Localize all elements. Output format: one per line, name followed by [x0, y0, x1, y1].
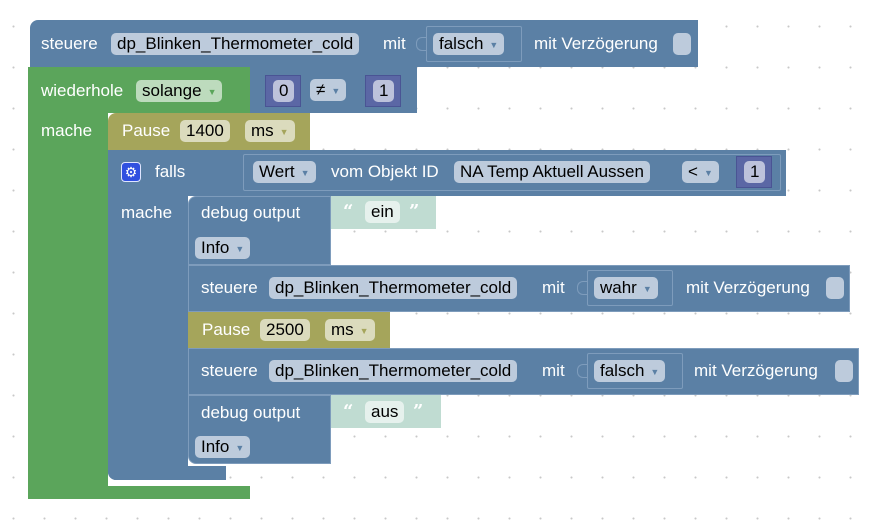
value-type-dropdown[interactable]: Wert ▼	[253, 161, 316, 183]
number-field[interactable]: 0	[273, 80, 295, 102]
dropdown-arrow-icon: ▼	[642, 284, 652, 294]
pause-block-1[interactable]: Pause 1400 ms ▼	[108, 113, 310, 150]
value-dropdown[interactable]: falsch ▼	[433, 33, 505, 55]
value-socket	[587, 353, 683, 389]
dropdown-arrow-icon: ▼	[279, 127, 289, 137]
object-name-field[interactable]: NA Temp Aktuell Aussen	[454, 161, 650, 183]
text-block-ein[interactable]: “ ein ”	[331, 196, 436, 229]
pause-keyword: Pause	[122, 121, 171, 140]
open-quote-icon: “	[343, 201, 354, 222]
pause-value-field[interactable]: 1400	[180, 120, 230, 142]
if-block[interactable]	[108, 150, 188, 480]
delay-checkbox[interactable]	[673, 33, 691, 55]
dropdown-arrow-icon: ▼	[235, 244, 245, 254]
close-quote-icon: ”	[409, 201, 420, 222]
pause-value-field[interactable]: 2500	[260, 319, 310, 341]
while-loop-header[interactable]: wiederhole solange ▼ mache	[28, 67, 260, 140]
if-header[interactable]: ⚙ falls mache Wert ▼ vom Objekt ID NA Tem…	[108, 150, 786, 222]
do-label: mache	[41, 121, 93, 140]
do-label: mache	[121, 203, 173, 222]
log-level-dropdown[interactable]: Info ▼	[195, 436, 251, 458]
text-field[interactable]: ein	[365, 201, 400, 223]
object-id-field[interactable]: dp_Blinken_Thermometer_cold	[269, 360, 518, 382]
if-block-footer	[108, 466, 226, 480]
value-text: wahr	[600, 278, 637, 297]
number-field[interactable]: 1	[744, 161, 766, 183]
operator-text: ≠	[316, 80, 326, 99]
set-keyword: steuere	[201, 278, 258, 297]
loop-keyword: wiederhole	[41, 81, 124, 100]
unit-text: ms	[251, 121, 274, 140]
dropdown-arrow-icon: ▼	[207, 87, 217, 97]
set-state-block-false[interactable]: steuere dp_Blinken_Thermometer_cold mit …	[188, 348, 859, 395]
object-id-field[interactable]: dp_Blinken_Thermometer_cold	[269, 277, 518, 299]
if-keyword: falls	[155, 162, 186, 181]
dropdown-arrow-icon: ▼	[235, 443, 245, 453]
object-label: vom Objekt ID	[331, 162, 439, 181]
value-socket	[587, 270, 673, 306]
gear-icon[interactable]: ⚙	[121, 162, 141, 182]
open-quote-icon: “	[343, 401, 354, 422]
pause-unit-dropdown[interactable]: ms ▼	[325, 319, 375, 341]
compare-operator-dropdown[interactable]: <▼	[682, 161, 719, 183]
dropdown-arrow-icon: ▼	[489, 40, 499, 50]
while-loop-block[interactable]	[28, 67, 108, 499]
input-notch	[577, 281, 587, 295]
dropdown-arrow-icon: ▼	[300, 168, 310, 178]
operator-text: <	[688, 162, 698, 181]
dropdown-arrow-icon: ▼	[650, 367, 660, 377]
with-label: mit	[383, 34, 406, 53]
delay-label: mit Verzögerung	[686, 278, 810, 297]
value-socket	[426, 26, 522, 62]
set-state-block-top[interactable]: steuere dp_Blinken_Thermometer_cold mit …	[30, 20, 698, 67]
number-block-right[interactable]: 1	[365, 75, 401, 107]
close-quote-icon: ”	[413, 401, 424, 422]
value-type-text: Wert	[259, 162, 295, 181]
object-id-field[interactable]: dp_Blinken_Thermometer_cold	[111, 33, 360, 55]
pause-unit-dropdown[interactable]: ms ▼	[245, 120, 295, 142]
value-text: falsch	[600, 361, 645, 380]
log-level-dropdown[interactable]: Info ▼	[195, 237, 251, 259]
input-notch	[577, 364, 587, 378]
debug-keyword: debug output	[201, 203, 301, 222]
set-keyword: steuere	[201, 361, 258, 380]
with-label: mit	[542, 361, 565, 380]
unit-text: ms	[331, 320, 354, 339]
dropdown-arrow-icon: ▼	[703, 168, 713, 178]
value-text: falsch	[439, 34, 484, 53]
delay-checkbox[interactable]	[826, 277, 844, 299]
input-notch	[416, 37, 426, 51]
compare-block[interactable]: 0 ≠▼ 1	[250, 67, 417, 113]
log-level-text: Info	[201, 238, 230, 257]
set-state-block-true[interactable]: steuere dp_Blinken_Thermometer_cold mit …	[188, 265, 850, 312]
debug-output-block-2[interactable]: debug output Info ▼	[188, 395, 331, 464]
pause-keyword: Pause	[202, 320, 251, 339]
delay-label: mit Verzögerung	[534, 34, 658, 53]
number-block-left[interactable]: 0	[265, 75, 301, 107]
text-block-aus[interactable]: “ aus ”	[331, 395, 441, 428]
log-level-text: Info	[201, 437, 230, 456]
debug-keyword: debug output	[201, 403, 301, 422]
operator-dropdown[interactable]: ≠▼	[310, 79, 347, 101]
text-field[interactable]: aus	[365, 401, 405, 423]
delay-label: mit Verzögerung	[694, 361, 818, 380]
pause-block-2[interactable]: Pause 2500 ms ▼	[188, 312, 390, 348]
set-keyword: steuere	[41, 34, 98, 53]
delay-checkbox[interactable]	[835, 360, 853, 382]
loop-mode-text: solange	[142, 81, 202, 100]
dropdown-arrow-icon: ▼	[331, 86, 341, 96]
with-label: mit	[542, 278, 565, 297]
value-dropdown[interactable]: wahr ▼	[594, 277, 658, 299]
number-field[interactable]: 1	[373, 80, 395, 102]
loop-footer	[28, 486, 250, 499]
number-block[interactable]: 1	[736, 156, 772, 188]
value-dropdown[interactable]: falsch ▼	[594, 360, 666, 382]
dropdown-arrow-icon: ▼	[359, 326, 369, 336]
condition-socket	[243, 154, 781, 191]
loop-mode-dropdown[interactable]: solange ▼	[136, 80, 223, 102]
debug-output-block-1[interactable]: debug output Info ▼	[188, 196, 331, 265]
